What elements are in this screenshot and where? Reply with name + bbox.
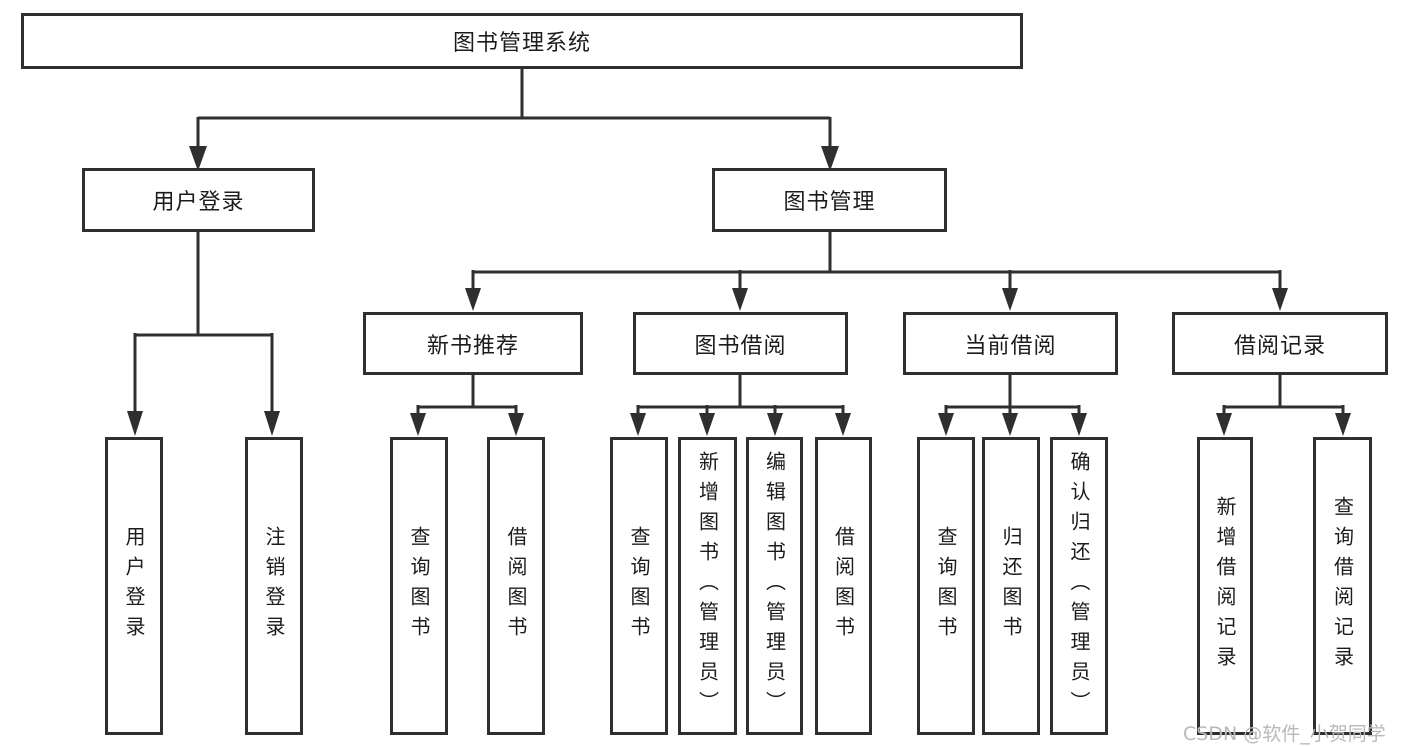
leaf-label: 查询图书 <box>934 526 958 646</box>
leaf-borrowing-edit-books-admin: 编辑图书（管理员） <box>746 437 803 735</box>
leaf-recommend-borrow-books: 借阅图书 <box>487 437 545 735</box>
leaf-label: 用户登录 <box>122 526 146 646</box>
leaf-records-query-borrow-record: 查询借阅记录 <box>1313 437 1372 735</box>
leaf-borrowing-add-books-admin: 新增图书（管理员） <box>678 437 737 735</box>
leaf-current-confirm-return-admin: 确认归还（管理员） <box>1050 437 1108 735</box>
leaf-label: 新增借阅记录 <box>1213 496 1237 676</box>
node-label: 图书管理系统 <box>452 31 591 56</box>
leaf-current-return-books: 归还图书 <box>982 437 1040 735</box>
node-new-book-recommendation: 新书推荐 <box>363 312 583 375</box>
leaf-recommend-query-books: 查询图书 <box>390 437 448 735</box>
leaf-logout-login: 注销登录 <box>245 437 303 735</box>
leaf-label: 归还图书 <box>999 526 1023 646</box>
leaf-label: 查询图书 <box>627 526 651 646</box>
leaf-label: 确认归还（管理员） <box>1067 451 1091 721</box>
node-library-management-system: 图书管理系统 <box>21 13 1023 69</box>
leaf-label: 借阅图书 <box>831 526 856 646</box>
node-label: 图书借阅 <box>694 333 787 359</box>
leaf-label: 新增图书（管理员） <box>695 451 720 721</box>
node-user-login: 用户登录 <box>82 168 315 232</box>
csdn-watermark: CSDN @软件_小贺同学 <box>1183 723 1386 745</box>
node-label: 新书推荐 <box>426 333 519 359</box>
leaf-label: 注销登录 <box>262 526 286 646</box>
node-label: 借阅记录 <box>1233 333 1326 359</box>
leaf-label: 查询借阅记录 <box>1330 496 1355 676</box>
node-current-borrowing: 当前借阅 <box>903 312 1118 375</box>
leaf-label: 编辑图书（管理员） <box>762 451 787 721</box>
leaf-user-login: 用户登录 <box>105 437 163 735</box>
node-label: 当前借阅 <box>964 333 1057 359</box>
leaf-label: 查询图书 <box>407 526 431 646</box>
leaf-borrowing-query-books: 查询图书 <box>610 437 668 735</box>
leaf-records-add-borrow-record: 新增借阅记录 <box>1197 437 1253 735</box>
node-label: 图书管理 <box>783 190 876 215</box>
leaf-label: 借阅图书 <box>504 526 528 646</box>
node-book-borrowing: 图书借阅 <box>633 312 848 375</box>
leaf-borrowing-borrow-books: 借阅图书 <box>815 437 872 735</box>
node-book-management: 图书管理 <box>712 168 947 232</box>
node-label: 用户登录 <box>152 190 245 215</box>
node-borrowing-records: 借阅记录 <box>1172 312 1388 375</box>
leaf-current-query-books: 查询图书 <box>917 437 975 735</box>
